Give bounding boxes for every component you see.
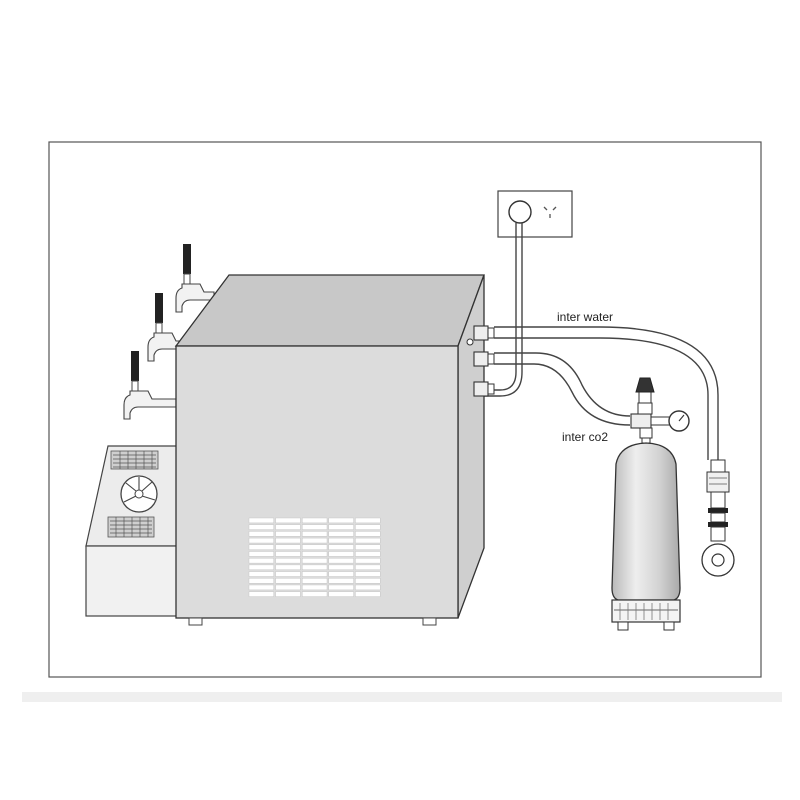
vent-slot [302,537,328,544]
cooler-foot-right [422,617,437,626]
vent-slot [328,571,354,577]
regulator-knob-icon [635,377,655,393]
vent-slot [248,551,274,557]
vent-slot [302,531,328,537]
vent-slot [355,584,381,591]
beer-tap-2 [147,293,191,362]
vent-slot [355,537,381,544]
cooler-top-face [174,274,485,347]
vent-slot [355,571,381,577]
power-inlet-fitting [473,381,495,397]
fan-icon [120,475,158,513]
vent-slot [248,584,274,591]
vent-slot [248,524,274,530]
cooler-box [174,274,485,626]
vent-slot [275,544,301,550]
wall-outlet [497,190,573,238]
vent-grille-bottom [107,516,155,538]
fan-unit [85,445,179,617]
vent-slot [275,584,301,591]
vent-slot [302,558,328,564]
cooler-foot-left [188,617,203,626]
cooler-vent-grille [248,517,381,597]
vent-slot [275,524,301,530]
vent-slot [302,571,328,577]
co2-inlet-label: inter co2 [562,430,608,444]
outlet-round-socket [508,200,532,224]
vent-grille-top [110,450,159,470]
vent-slot [275,551,301,557]
vent-slot [275,531,301,537]
vent-slot [328,578,354,584]
vent-slot [248,558,274,564]
vent-slot [275,591,301,597]
co2-cylinder [611,442,681,631]
beer-tap-3 [123,351,177,420]
vent-slot [355,531,381,537]
vent-slot [355,591,381,597]
diagram-frame [48,141,762,678]
vent-slot [248,537,274,544]
vent-slot [275,537,301,544]
vent-slot [302,551,328,557]
vent-slot [328,544,354,550]
vent-slot [328,531,354,537]
vent-slot [275,564,301,571]
co2-regulator [630,377,690,444]
vent-slot [328,564,354,571]
vent-slot [355,517,381,524]
vent-slot [248,517,274,524]
vent-slot [328,591,354,597]
vent-slot [328,524,354,530]
vent-slot [248,531,274,537]
vent-slot [302,524,328,530]
vent-slot [302,544,328,550]
cooler-front-face [175,345,459,619]
vent-slot [302,517,328,524]
vent-slot [328,517,354,524]
outlet-pin-icon [543,206,557,218]
vent-slot [355,551,381,557]
vent-slot [355,544,381,550]
vent-slot [275,571,301,577]
vent-slot [248,571,274,577]
vent-slot [302,564,328,571]
co2-line [494,352,631,417]
vent-slot [302,584,328,591]
vent-slot [302,591,328,597]
water-line [494,326,719,460]
cylinder-base [611,599,681,623]
vent-slot [355,578,381,584]
vent-slot [248,578,274,584]
vent-slot [355,524,381,530]
vent-slot [355,564,381,571]
bottom-shadow [22,692,782,702]
vent-slot [248,564,274,571]
vent-slot [275,517,301,524]
water-connector [701,459,735,577]
beer-tap-1 [175,244,215,313]
vent-slot [275,558,301,564]
vent-slot [328,584,354,591]
vent-slot [248,544,274,550]
vent-slot [275,578,301,584]
water-inlet-fitting [466,325,495,346]
vent-slot [328,537,354,544]
vent-slot [328,551,354,557]
water-inlet-label: inter water [557,310,613,324]
co2-inlet-fitting [473,351,495,367]
vent-slot [302,578,328,584]
power-cord [484,223,517,391]
vent-slot [355,558,381,564]
vent-slot [328,558,354,564]
vent-slot [248,591,274,597]
